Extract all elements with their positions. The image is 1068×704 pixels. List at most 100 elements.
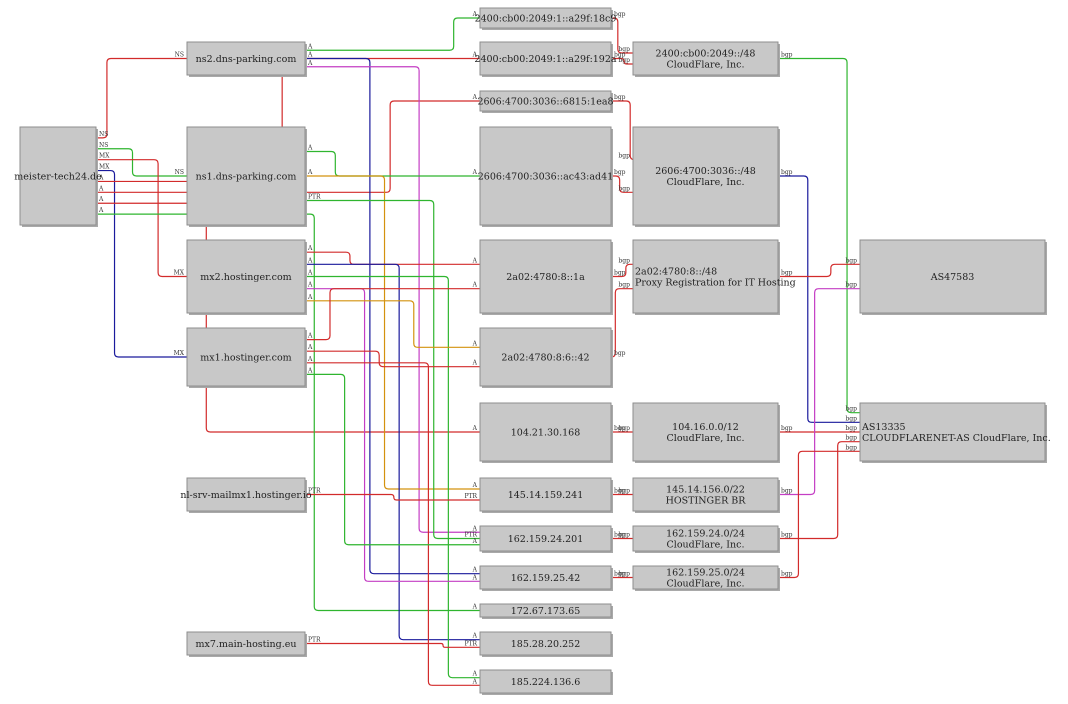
node-box	[186, 327, 306, 387]
node-label: AS13335	[861, 422, 906, 433]
node-label: 104.16.0.0/12	[672, 422, 739, 433]
edge-nlsrv-ip4b	[305, 493, 480, 501]
node-ip6c[interactable]: 2606:4700:3036::6815:1ea8	[477, 90, 614, 113]
node-ip6f[interactable]: 2a02:4780:8:6::42	[479, 327, 613, 388]
edge-label-source: bgp	[614, 425, 626, 432]
node-label: ns1.dns-parking.com	[196, 172, 297, 183]
node-label: 172.67.173.65	[511, 606, 581, 617]
node-box	[479, 669, 612, 694]
edge-label-source: MX	[99, 164, 110, 171]
edge-ip6e-pfx3	[611, 263, 633, 278]
edge-label-source: NS	[99, 142, 108, 149]
node-label: 104.21.30.168	[511, 428, 581, 439]
edge-label-target: bgp	[618, 532, 630, 539]
node-ip6b[interactable]: 2400:cb00:2049:1::a29f:192a	[474, 41, 617, 77]
node-box	[479, 631, 612, 656]
node-as1[interactable]: AS47583	[859, 239, 1047, 315]
edge-mx1-ip4g	[305, 362, 480, 686]
edge-root-ns1	[96, 148, 187, 177]
edge-root-ip4e	[96, 213, 480, 612]
edge-label-source: bgp	[614, 169, 626, 176]
node-ip6d[interactable]: 2606:4700:3036::ac43:ad41	[478, 126, 613, 227]
edge-label-source: bgp	[614, 11, 626, 18]
node-label: 162.159.25.42	[511, 573, 581, 584]
edge-ip6d-pfx2	[611, 175, 633, 193]
edge-ns1-ip4c	[305, 199, 480, 540]
edge-label-source: A	[307, 257, 313, 264]
node-label: 2a02:4780:8:6::42	[501, 353, 589, 364]
edge-label-source: A	[307, 52, 313, 59]
node-ip4f[interactable]: 185.28.20.252	[479, 631, 613, 657]
node-box	[859, 239, 1046, 314]
node-box	[632, 525, 779, 552]
node-ip4a[interactable]: 104.21.30.168	[479, 402, 613, 463]
node-ip4e[interactable]: 172.67.173.65	[479, 603, 613, 619]
edge-ip6a-pfx1	[611, 17, 633, 54]
edge-root-ns2	[96, 57, 187, 139]
node-ip6e[interactable]: 2a02:4780:8::1a	[479, 239, 613, 315]
edge-label-source: bgp	[614, 571, 626, 578]
node-ip6a[interactable]: 2400:cb00:2049:1::a29f:18c9	[475, 7, 617, 30]
edge-pfx7-as2	[778, 450, 860, 579]
node-box	[186, 41, 306, 76]
edge-label-source: bgp	[781, 571, 793, 578]
edge-label-target: bgp	[618, 185, 630, 192]
edge-ns2-ip4d	[305, 57, 480, 575]
edge-label-target: bgp	[845, 435, 857, 442]
edge-ip6c-pfx2	[611, 100, 635, 161]
edge-mx1-ip6f	[305, 350, 480, 368]
node-box	[186, 126, 306, 226]
node-ip4g[interactable]: 185.224.136.6	[479, 669, 613, 695]
node-label: AS47583	[930, 272, 975, 283]
node-ip4b[interactable]: 145.14.159.241	[479, 477, 613, 513]
edge-label-source: bgp	[781, 52, 793, 59]
node-nlsrv[interactable]: nl-srv-mailmx1.hostinger.io	[180, 477, 312, 513]
node-box	[632, 565, 779, 590]
edge-pfx2-as2	[778, 175, 860, 423]
edge-pfx3-as1	[778, 263, 860, 278]
node-root[interactable]: meister-tech24.de	[14, 126, 102, 227]
node-box	[479, 565, 612, 590]
edge-label-source: bgp	[614, 488, 626, 495]
node-ns2[interactable]: ns2.dns-parking.com	[186, 41, 307, 77]
edge-label-target: bgp	[845, 257, 857, 264]
edge-label-source: bgp	[614, 532, 626, 539]
edge-label-source: PTR	[308, 488, 321, 495]
edge-ns1-ip6d	[305, 150, 480, 177]
node-mx1[interactable]: mx1.hostinger.com	[186, 327, 307, 388]
edge-root-mx2	[96, 159, 187, 278]
edge-mx2-ip6f	[305, 300, 480, 348]
node-mx2[interactable]: mx2.hostinger.com	[186, 239, 307, 315]
edge-label-target: bgp	[618, 153, 630, 160]
node-label: mx7.main-hosting.eu	[196, 639, 297, 650]
edge-label-target: A	[472, 282, 478, 289]
node-label: CloudFlare, Inc.	[667, 433, 745, 444]
node-mx7[interactable]: mx7.main-hosting.eu	[186, 631, 307, 657]
edge-mx1-ip6e	[305, 288, 480, 341]
node-label: meister-tech24.de	[14, 172, 102, 183]
edge-label-target: A	[472, 425, 478, 432]
node-label: nl-srv-mailmx1.hostinger.io	[180, 490, 311, 501]
edge-label-source: A	[98, 196, 104, 203]
edge-ip6f-pfx3	[611, 288, 633, 358]
node-ip4c[interactable]: 162.159.24.201	[479, 525, 613, 553]
node-ns1[interactable]: ns1.dns-parking.com	[186, 126, 307, 227]
node-label: 145.14.156.0/22	[666, 485, 745, 496]
edge-ns1-ip4b	[305, 175, 480, 490]
edge-root-mx1	[96, 169, 187, 358]
edge-label-source: bgp	[614, 94, 626, 101]
edge-mx7-ip4f	[305, 642, 480, 648]
node-box	[632, 402, 779, 462]
edge-label-source: bgp	[781, 270, 793, 277]
node-label: Proxy Registration for IT Hosting	[635, 278, 796, 289]
node-ip4d[interactable]: 162.159.25.42	[479, 565, 613, 591]
